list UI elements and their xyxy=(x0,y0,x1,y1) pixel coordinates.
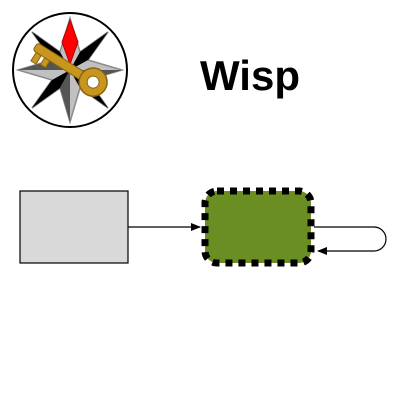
edge-state-self-loop xyxy=(314,226,387,255)
node-start[interactable] xyxy=(19,190,129,264)
node-state[interactable] xyxy=(201,187,315,267)
compass-star-key-icon xyxy=(12,12,128,128)
page-title: Wisp xyxy=(200,52,300,99)
